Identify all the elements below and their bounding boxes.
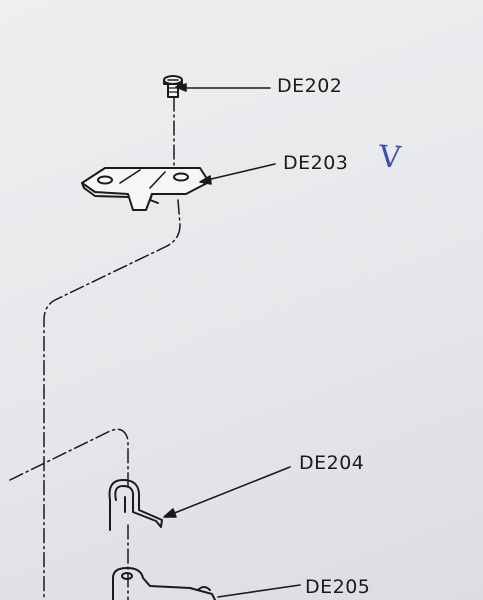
secondary-axis-line xyxy=(9,428,129,600)
screw-part-de202 xyxy=(163,75,183,98)
center-axis-line xyxy=(43,96,181,600)
arm-bracket-part-de205 xyxy=(112,567,216,600)
hinge-bracket-part-de203 xyxy=(81,167,210,211)
callout-de204-label: DE204 xyxy=(299,452,365,474)
callout-de205-label: DE205 xyxy=(305,576,371,598)
leader-lines xyxy=(163,83,301,598)
callout-de203-label: DE203 xyxy=(283,152,349,174)
wire-clip-part-de204 xyxy=(108,479,163,531)
handwritten-check-mark: V xyxy=(377,139,402,176)
callout-de202-label: DE202 xyxy=(277,75,343,97)
